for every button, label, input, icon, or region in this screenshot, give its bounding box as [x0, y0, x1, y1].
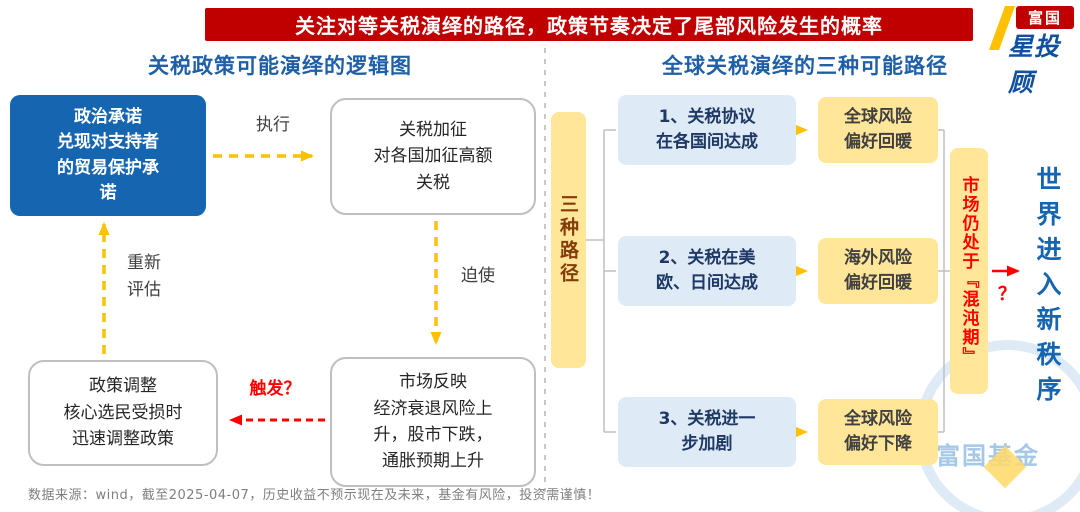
label-execute: 执行: [256, 115, 290, 135]
label-trigger: 触发？: [249, 379, 301, 399]
chaos-period-vertical-label: 市场仍处于『混沌期』: [950, 148, 988, 394]
logo-brand-badge: 富国: [1016, 6, 1074, 29]
path-box-2: 2、关税在美 欧、日间达成: [618, 236, 796, 306]
logo-name: 星投顾: [1008, 32, 1061, 97]
node-policy-adjustment: 政策调整 核心选民受损时 迅速调整政策: [28, 360, 218, 466]
label-reassess: 重新 评估: [127, 253, 161, 301]
disclaimer-text: 数据来源：wind，截至2025-04-07，历史收益不预示现在及未来，基金有风…: [28, 488, 601, 503]
node-tariff-hike: 关税加征 对各国加征高额 关税: [330, 98, 536, 215]
node-political-commitment: 政治承诺 兑现对支持者 的贸易保护承 诺: [10, 95, 206, 216]
outcome-box-1: 全球风险 偏好回暖: [818, 97, 938, 163]
bracket-three-paths: [586, 129, 616, 433]
left-section-title: 关税政策可能演绎的逻辑图: [148, 54, 412, 78]
three-paths-vertical-label: 三种路径: [551, 112, 586, 368]
outcome-box-3: 全球风险 偏好下降: [818, 399, 938, 465]
node-market-reaction: 市场反映 经济衰退风险上 升，股市下跌， 通胀预期上升: [330, 357, 536, 487]
banner-title: 关注对等关税演绎的路径，政策节奏决定了尾部风险发生的概率: [205, 8, 973, 41]
path-box-1: 1、关税协议 在各国间达成: [618, 95, 796, 165]
outcome-box-2: 海外风险 偏好回暖: [818, 238, 938, 304]
question-mark-label: ？: [998, 284, 1016, 305]
path-box-3: 3、关税进一 步加剧: [618, 397, 796, 467]
right-section-title: 全球关税演绎的三种可能路径: [662, 54, 948, 78]
label-force: 迫使: [461, 266, 495, 286]
new-order-vertical-label: 世界进入新秩序: [1033, 165, 1062, 411]
